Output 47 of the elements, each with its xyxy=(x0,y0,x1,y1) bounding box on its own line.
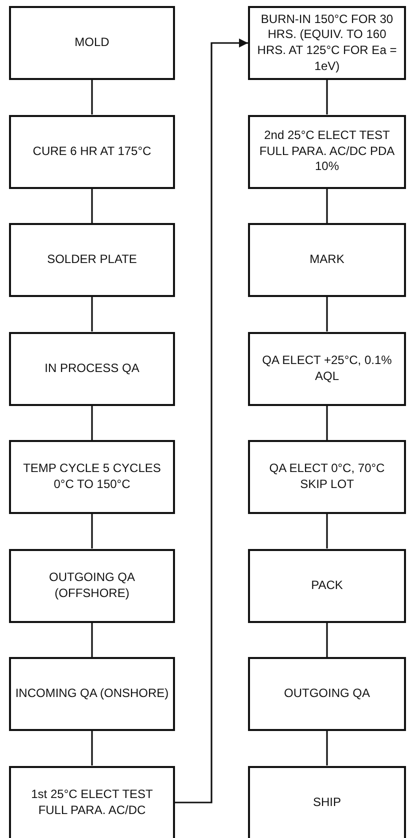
process-box xyxy=(248,766,406,838)
connector-line xyxy=(91,406,93,440)
connector-line xyxy=(326,406,328,440)
process-box xyxy=(9,114,175,188)
step-text: 2nd 25°C ELECT TEST FULL PARA. AC/DC PDA 10% xyxy=(258,128,396,175)
process-box xyxy=(248,548,406,622)
step-text: MARK xyxy=(308,252,346,268)
step-text: OUTGOING QA (OFFSHORE) xyxy=(48,570,136,602)
step-text: SHIP xyxy=(312,794,342,810)
connector-line xyxy=(326,622,328,657)
step-text: QA ELECT +25°C, 0.1% AQL xyxy=(261,352,393,384)
step-text: OUTGOING QA xyxy=(282,686,371,702)
step-text: BURN-IN 150°C FOR 30 HRS. (EQUIV. TO 160 HRS. AT 125°C FOR Ea = 1eV) xyxy=(256,12,398,74)
step-text: TEMP CYCLE 5 CYCLES 0°C TO 150°C xyxy=(22,461,162,493)
step-text: CURE 6 HR AT 175°C xyxy=(32,144,152,160)
process-box xyxy=(9,657,175,731)
process-box xyxy=(248,223,406,297)
process-box xyxy=(248,6,406,80)
process-box xyxy=(9,766,175,838)
step-text: 1st 25°C ELECT TEST FULL PARA. AC/DC xyxy=(30,786,154,818)
connector-line xyxy=(326,188,328,223)
process-box xyxy=(9,440,175,514)
arrow xyxy=(175,38,248,804)
connector-line xyxy=(326,297,328,332)
step-text: QA ELECT 0°C, 70°C SKIP LOT xyxy=(268,461,386,493)
step-text: SOLDER PLATE xyxy=(46,252,138,268)
process-box xyxy=(248,657,406,731)
connector-line xyxy=(91,622,93,657)
connector-line xyxy=(326,514,328,548)
step-text: INCOMING QA (ONSHORE) xyxy=(14,686,170,702)
process-box xyxy=(248,114,406,188)
process-box xyxy=(248,440,406,514)
step-text: PACK xyxy=(310,578,344,594)
step-text: MOLD xyxy=(74,35,110,51)
process-box xyxy=(9,223,175,297)
process-box xyxy=(9,548,175,622)
connector-line xyxy=(91,514,93,548)
connector-line xyxy=(326,80,328,114)
process-box xyxy=(9,332,175,406)
connector-line xyxy=(91,297,93,332)
connector-line xyxy=(91,188,93,223)
connector-line xyxy=(91,80,93,114)
step-text: IN PROCESS QA xyxy=(44,360,140,376)
connector-line xyxy=(326,731,328,766)
process-box xyxy=(9,6,175,80)
process-box xyxy=(248,332,406,406)
connector-line xyxy=(91,731,93,766)
